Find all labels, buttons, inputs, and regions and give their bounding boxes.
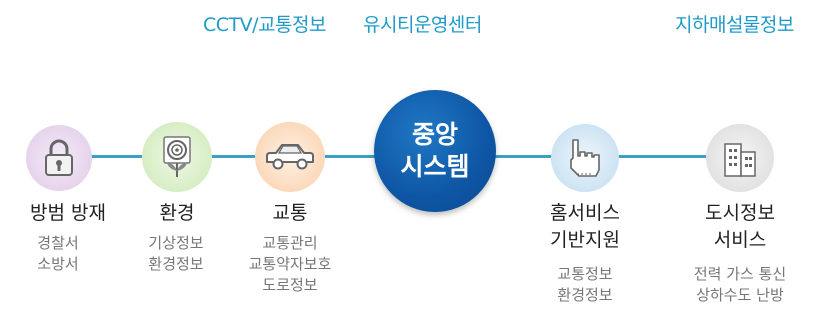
flower-icon	[160, 135, 194, 179]
central-system-label-2: 시스템	[400, 152, 470, 181]
connector-line-left	[60, 155, 376, 158]
connector-line-right	[494, 155, 744, 158]
underground-facility-info-label: 지하매설물정보	[675, 14, 794, 36]
node-title-home-service-1: 홈서비스	[550, 202, 620, 224]
flower-node	[142, 122, 212, 192]
central-system-node: 중앙 시스템	[374, 90, 496, 212]
lock-node	[26, 125, 92, 191]
node-title-security: 방범 방재	[30, 202, 106, 224]
car-icon	[264, 142, 316, 172]
node-sub-city-info-2: 상하수도 난방	[696, 286, 784, 304]
node-title-environment: 환경	[159, 202, 195, 224]
node-sub-environment-1: 기상정보	[148, 234, 204, 252]
central-system-label-1: 중앙	[411, 120, 458, 149]
node-title-city-info-1: 도시정보	[705, 202, 775, 224]
node-title-home-service-2: 기반지원	[550, 229, 620, 251]
node-sub-home-service-1: 교통정보	[557, 265, 613, 283]
cctv-traffic-info-label: CCTV/교통정보	[203, 14, 326, 36]
node-sub-traffic-2: 교통약자보호	[248, 255, 332, 273]
node-sub-security-2: 소방서	[37, 255, 79, 273]
node-title-city-info-2: 서비스	[713, 229, 767, 251]
node-sub-home-service-2: 환경정보	[557, 286, 613, 304]
node-title-traffic: 교통	[272, 202, 308, 224]
hand-pointer-icon	[565, 136, 605, 180]
ucity-operation-center-label: 유시티운영센터	[363, 14, 482, 36]
node-sub-environment-2: 환경정보	[148, 255, 204, 273]
lock-icon	[42, 138, 76, 178]
node-sub-security-1: 경찰서	[37, 234, 79, 252]
node-sub-traffic-3: 도로정보	[262, 276, 318, 294]
building-node	[706, 124, 774, 192]
node-sub-city-info-1: 전력 가스 통신	[693, 265, 787, 283]
building-icon	[721, 138, 759, 178]
node-sub-traffic-1: 교통관리	[262, 234, 318, 252]
car-node	[255, 122, 325, 192]
hand-pointer-node	[551, 124, 619, 192]
